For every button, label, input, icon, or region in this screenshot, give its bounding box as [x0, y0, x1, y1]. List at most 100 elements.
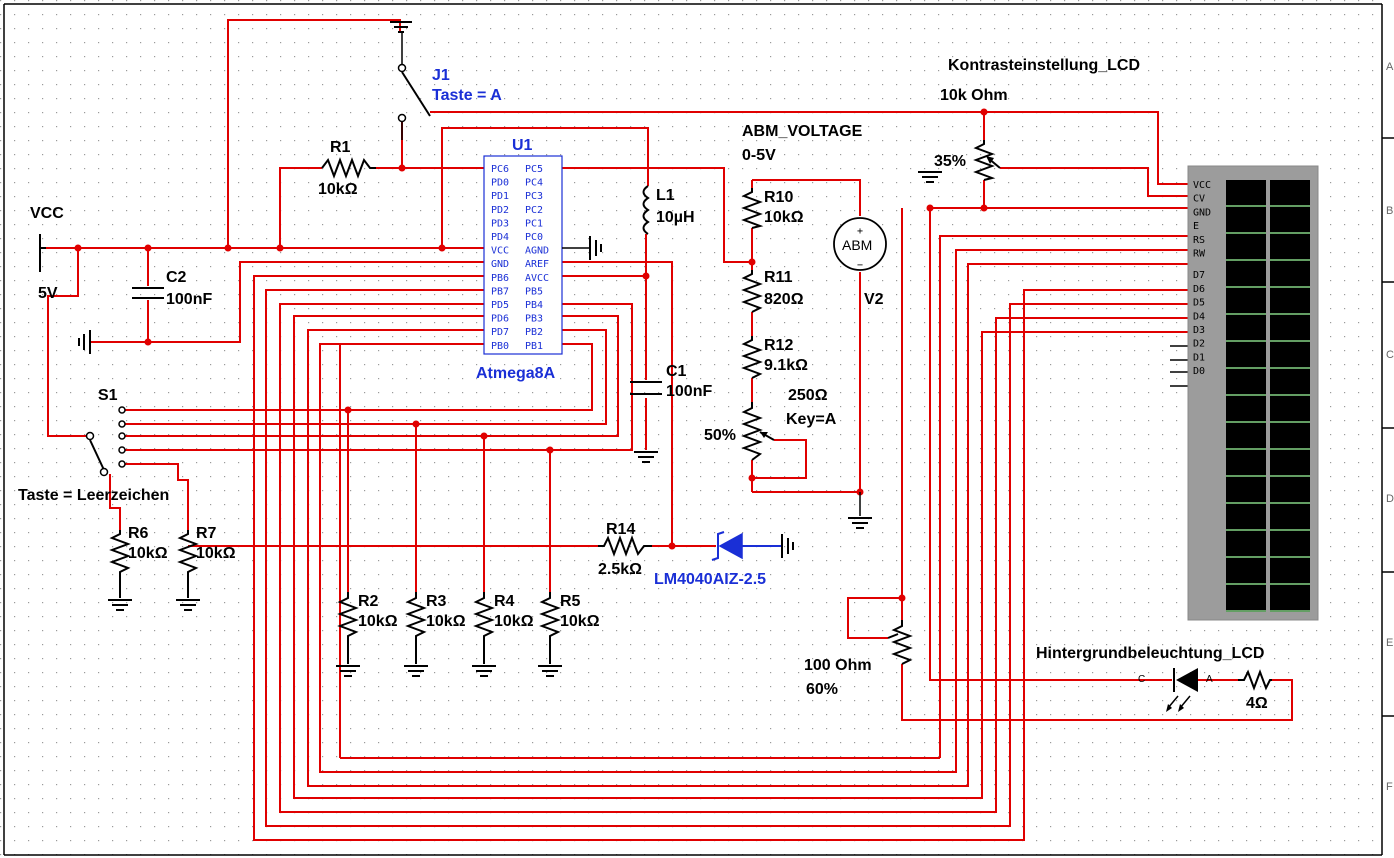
lcd-cell: [1270, 315, 1310, 340]
lcd-cell: [1270, 234, 1310, 259]
resistor-r1[interactable]: R1 10kΩ: [318, 139, 376, 198]
u1-ref: U1: [512, 137, 533, 154]
resistor-r10[interactable]: R10 10kΩ: [741, 188, 804, 229]
resistor-r11[interactable]: R11 820Ω: [741, 269, 804, 313]
resistor-r4[interactable]: R4 10kΩ: [473, 592, 534, 664]
u1-pin-label: PD4: [491, 232, 509, 243]
u1-pin-label: PD3: [491, 218, 509, 229]
capacitor-c2[interactable]: C2 100nF: [132, 269, 212, 308]
vcc-value: 5V: [38, 285, 58, 302]
lcd-cell: [1270, 531, 1310, 556]
switch-s1[interactable]: S1 Taste = Leerzeichen: [18, 387, 169, 504]
lcd-cell: [1226, 477, 1266, 502]
zener-diode-lm4040[interactable]: LM4040AIZ-2.5: [654, 531, 782, 588]
r3-value: 10kΩ: [426, 613, 466, 630]
r10-ref: R10: [764, 189, 793, 206]
r6-ref: R6: [128, 525, 149, 542]
lcd-cell: [1226, 396, 1266, 421]
r4-value: 10kΩ: [494, 613, 534, 630]
pot-value: 250Ω: [788, 387, 828, 404]
resistor-r2[interactable]: R2 10kΩ: [337, 592, 398, 664]
u1-pin-label: AREF: [525, 259, 549, 270]
junctions: [74, 108, 988, 602]
lcd-cell: [1270, 450, 1310, 475]
border-ruler: A B C D E F: [1382, 61, 1394, 793]
v2-ref: V2: [864, 291, 884, 308]
u1-pin-label: PB1: [525, 341, 543, 352]
potentiometer-contrast[interactable]: Kontrasteinstellung_LCD 10k Ohm 35%: [934, 57, 1140, 181]
lcd-pin-label: D2: [1193, 339, 1205, 350]
abm-voltage-source[interactable]: ABM_VOLTAGE 0-5V + − ABM V2: [742, 123, 887, 308]
u1-pin-label: PC4: [525, 178, 543, 189]
u1-pin-label: PC5: [525, 164, 543, 175]
r14-value: 2.5kΩ: [598, 561, 642, 578]
r7-value: 10kΩ: [196, 545, 236, 562]
lcd-pin-label: RW: [1193, 249, 1206, 260]
lcd-cell: [1226, 423, 1266, 448]
inductor-l1[interactable]: L1 10µH: [642, 185, 695, 235]
j1-key: Taste = A: [432, 87, 502, 104]
u1-pin-label: PD2: [491, 205, 509, 216]
u1-left-pins: PC6PD0PD1PD2PD3PD4VCCGNDPB6PB7PD5PD6PD7P…: [491, 164, 509, 352]
r5-value: 10kΩ: [560, 613, 600, 630]
s1-ref: S1: [98, 387, 118, 404]
lcd-pin-label: D5: [1193, 298, 1205, 309]
led-anode-label: A: [1206, 674, 1213, 685]
ruler-letter: C: [1386, 349, 1394, 361]
vcc-source[interactable]: VCC 5V: [30, 205, 64, 302]
capacitor-c1[interactable]: C1 100nF: [630, 363, 712, 400]
resistor-r12[interactable]: R12 9.1kΩ: [741, 336, 808, 379]
ruler-letter: A: [1386, 61, 1394, 73]
u1-pin-label: PC3: [525, 191, 543, 202]
lcd-cell: [1270, 180, 1310, 205]
l1-ref: L1: [656, 187, 675, 204]
u1-pin-label: PC2: [525, 205, 543, 216]
u1-pin-label: PB4: [525, 300, 543, 311]
r3-ref: R3: [426, 593, 447, 610]
u1-pin-label: PD0: [491, 178, 509, 189]
resistor-r6[interactable]: R6 10kΩ: [109, 525, 168, 598]
ground-symbol: [538, 665, 562, 677]
backlight-led[interactable]: Hintergrundbeleuchtung_LCD C A: [1036, 645, 1264, 712]
led-cathode-label: C: [1138, 674, 1145, 685]
lcd-pin-label: D6: [1193, 284, 1205, 295]
abm-range: 0-5V: [742, 147, 776, 164]
potentiometer-backlight[interactable]: 100 Ohm 60%: [804, 620, 913, 698]
ruler-letter: D: [1386, 493, 1394, 505]
resistor-r3[interactable]: R3 10kΩ: [405, 592, 466, 664]
u1-part: Atmega8A: [476, 365, 556, 382]
lcd-cell: [1270, 207, 1310, 232]
contrast-value: 10k Ohm: [940, 87, 1008, 104]
switch-j1[interactable]: J1 Taste = A: [390, 21, 502, 140]
contrast-title: Kontrasteinstellung_LCD: [948, 57, 1140, 74]
ground-symbol: [918, 171, 942, 183]
lcd-cell: [1270, 558, 1310, 583]
resistor-r7[interactable]: R7 10kΩ: [177, 525, 236, 598]
resistor-r14[interactable]: R14 2.5kΩ: [598, 521, 652, 578]
lcd-pin-label: D1: [1193, 352, 1205, 363]
r12-value: 9.1kΩ: [764, 357, 808, 374]
svg-text:+: +: [857, 226, 863, 237]
ground-symbol: [634, 451, 658, 463]
lcd-cell: [1270, 585, 1310, 610]
resistor-r5[interactable]: R5 10kΩ: [539, 592, 600, 664]
s1-key: Taste = Leerzeichen: [18, 487, 169, 504]
lcd-cell: [1226, 180, 1266, 205]
resistor-backlight[interactable]: 4Ω: [1238, 669, 1272, 712]
ground-symbol: [176, 599, 200, 611]
lcd-cell: [1226, 558, 1266, 583]
lcd-cell: [1226, 234, 1266, 259]
lcd-cell: [1270, 477, 1310, 502]
u1-pin-label: PB2: [525, 327, 543, 338]
r4-ref: R4: [494, 593, 515, 610]
lcd-cell: [1226, 315, 1266, 340]
potentiometer-key[interactable]: 250Ω Key=A 50%: [704, 387, 837, 461]
ruler-letter: F: [1386, 781, 1393, 793]
u1-pin-label: PC1: [525, 218, 543, 229]
j1-ref: J1: [432, 67, 450, 84]
microcontroller-u1[interactable]: U1 Atmega8A PC6PD0PD1PD2PD3PD4VCCGNDPB6P…: [476, 137, 563, 382]
lcd-cell: [1226, 450, 1266, 475]
u1-pin-label: PC6: [491, 164, 509, 175]
